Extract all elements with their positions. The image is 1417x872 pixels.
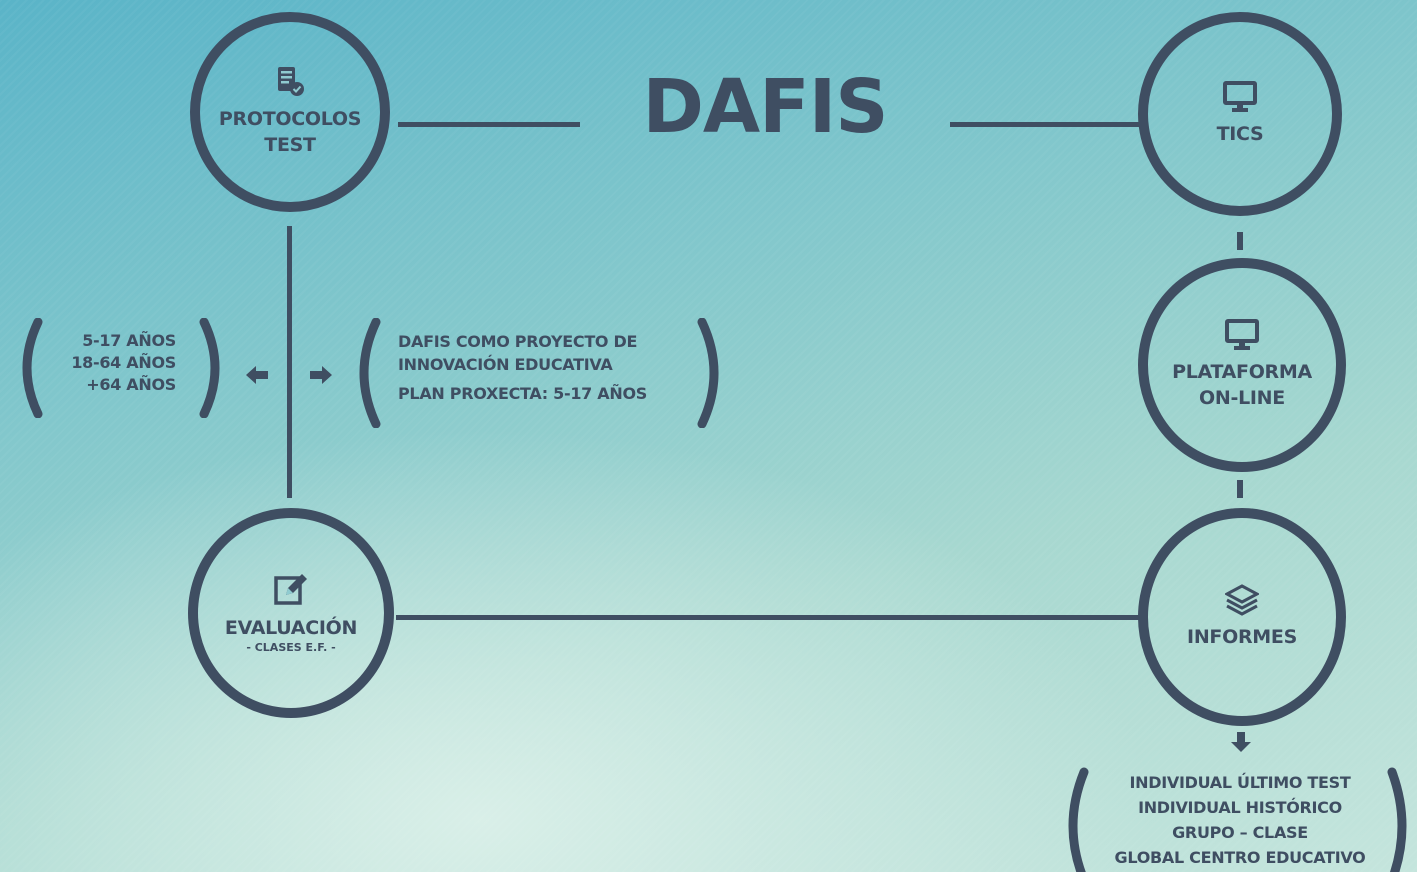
reports-list: INDIVIDUAL ÚLTIMO TEST INDIVIDUAL HISTÓR… [1090,770,1390,870]
connector-evaluacion-informes [396,615,1144,620]
node-plataforma-online: PLATAFORMA ON-LINE [1138,258,1346,472]
connector-plataforma-informes [1237,480,1243,498]
report-item: GLOBAL CENTRO EDUCATIVO [1114,848,1366,867]
age-ranges-list: 5-17 AÑOS 18-64 AÑOS +64 AÑOS [40,330,176,396]
project-line: INNOVACIÓN EDUCATIVA [398,355,613,374]
project-description: DAFIS COMO PROYECTO DE INNOVACIÓN EDUCAT… [398,330,708,405]
plataforma-label-line2: ON-LINE [1199,387,1285,409]
age-ranges-left-paren [22,318,43,418]
project-right-paren [697,318,719,428]
project-line: PLAN PROXECTA: 5-17 AÑOS [398,384,647,403]
age-range-item: 18-64 AÑOS [71,353,176,372]
node-protocolos-test: PROTOCOLOS TEST [190,12,390,212]
report-item: INDIVIDUAL ÚLTIMO TEST [1129,773,1351,792]
diagram-title: DAFIS [642,64,888,150]
arrow-right-icon [310,366,332,384]
evaluacion-label: EVALUACIÓN [224,617,358,639]
age-range-item: 5-17 AÑOS [82,331,176,350]
notebook-check-icon [278,67,304,96]
project-line: DAFIS COMO PROYECTO DE [398,332,638,351]
plataforma-label-line1: PLATAFORMA [1172,361,1312,383]
report-item: INDIVIDUAL HISTÓRICO [1138,798,1342,817]
protocolos-label-line1: PROTOCOLOS [218,108,362,130]
informes-label: INFORMES [1187,626,1297,648]
tics-label: TICS [1216,123,1264,145]
connector-protocolos-evaluacion [287,226,292,498]
node-informes: INFORMES [1138,508,1346,726]
reports-left-paren [1068,767,1089,872]
monitor-icon [1225,319,1259,350]
arrow-down-icon [1231,732,1251,752]
arrow-left-icon [246,366,268,384]
age-ranges-right-paren [199,318,220,418]
protocolos-label-line2: TEST [264,134,316,156]
project-left-paren [359,318,381,428]
node-evaluacion: EVALUACIÓN - CLASES E.F. - [188,508,394,718]
evaluacion-sublabel: - CLASES E.F. - [246,641,336,654]
age-range-item: +64 AÑOS [86,375,176,394]
layers-icon [1225,584,1259,616]
connector-protocolos-dafis [398,122,580,127]
node-tics: TICS [1138,12,1342,216]
monitor-icon [1223,81,1257,112]
connector-dafis-tics [950,122,1142,127]
reports-right-paren [1387,767,1407,872]
report-item: GRUPO – CLASE [1172,823,1308,842]
edit-square-icon [274,574,307,605]
connector-tics-plataforma [1237,232,1243,250]
